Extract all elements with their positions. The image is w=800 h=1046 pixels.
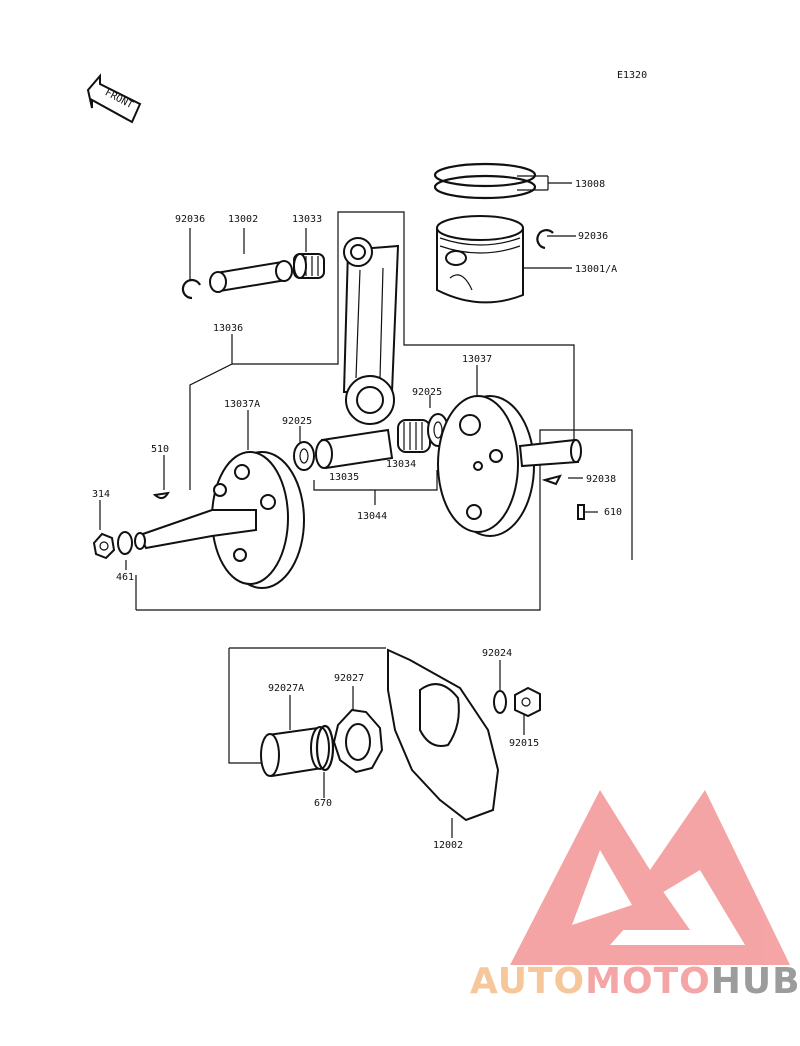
pin-610 [577,504,585,520]
label-13035: 13035 [329,472,359,483]
automotohub-logo [510,790,790,965]
label-13001A: 13001/A [575,264,617,275]
connecting-rod [342,237,400,425]
label-92025-right: 92025 [412,387,442,398]
plate-12002 [387,648,500,822]
crank-half-left [134,451,305,589]
thrust-washer-left [293,441,315,471]
label-13008: 13008 [575,179,605,190]
label-13036: 13036 [213,323,243,334]
leader-lines [99,175,633,838]
washer-92024 [493,690,507,714]
watermark-auto: AUTO [470,961,585,1002]
watermark-hub: HUB [711,961,800,1002]
label-314: 314 [92,489,110,500]
label-12002: 12002 [433,840,463,851]
label-13002: 13002 [228,214,258,225]
front-arrow-icon: FRONT [86,73,142,124]
piston [436,215,524,304]
nut-92015 [514,686,541,718]
crank-pin [315,428,394,470]
figure-code: E1320 [617,70,647,81]
label-610: 610 [604,507,622,518]
piston-rings [433,162,537,200]
label-13034: 13034 [386,459,416,470]
woodruff-key-510 [152,491,170,499]
washer-461 [117,531,133,555]
label-92027: 92027 [334,673,364,684]
label-92024: 92024 [482,648,512,659]
label-92036-right: 92036 [578,231,608,242]
crank-nut [92,532,116,560]
watermark-moto: MOTO [585,961,711,1002]
big-end-bearing [397,419,431,453]
gear-92027 [332,708,384,774]
small-end-bearing [293,253,325,279]
label-92027A: 92027A [268,683,304,694]
label-461: 461 [116,572,134,583]
label-510: 510 [151,444,169,455]
circlip-left [181,278,201,300]
crank-half-right [437,395,582,537]
key-92038 [541,474,562,486]
label-92036-left: 92036 [175,214,205,225]
label-92038: 92038 [586,474,616,485]
label-92025-left: 92025 [282,416,312,427]
label-13033: 13033 [292,214,322,225]
automotohub-watermark: AUTOMOTOHUB [470,961,800,1002]
circlip-right [536,229,554,250]
label-92015: 92015 [509,738,539,749]
label-670: 670 [314,798,332,809]
label-13044: 13044 [357,511,387,522]
svg-text:AUTOMOTOHUB: AUTOMOTOHUB [470,961,800,1002]
label-13037A: 13037A [224,399,260,410]
o-ring-670 [315,724,335,772]
label-13037: 13037 [462,354,492,365]
piston-pin [209,260,293,293]
